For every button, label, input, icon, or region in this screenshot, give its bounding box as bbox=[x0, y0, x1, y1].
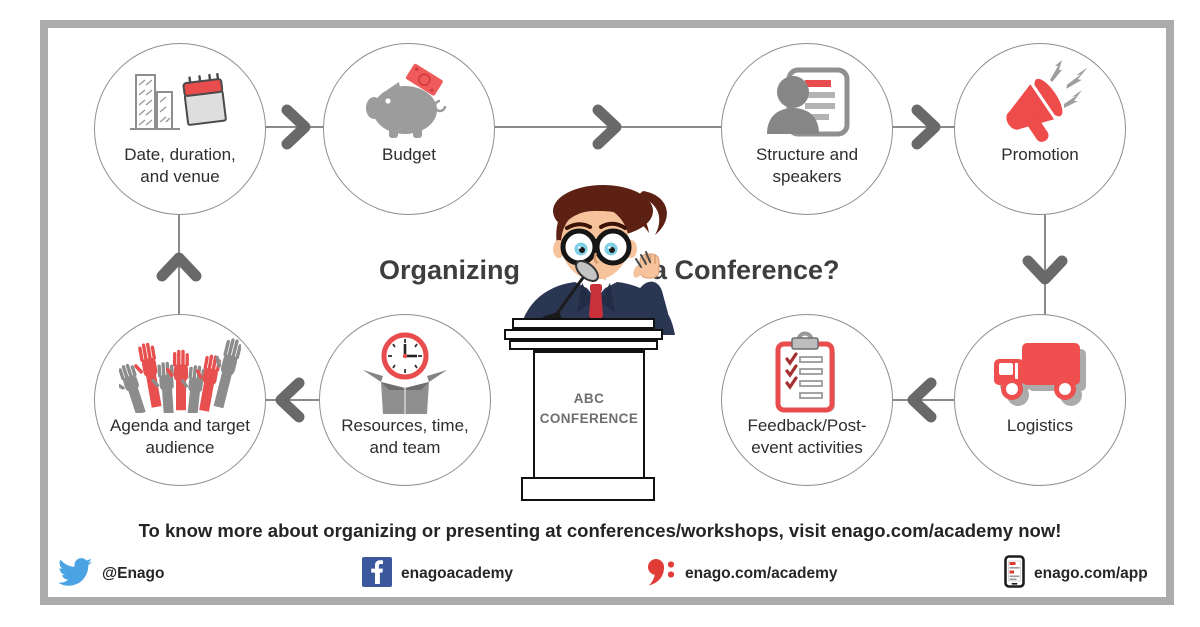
smartphone-icon bbox=[1004, 555, 1025, 593]
buildings-calendar-icon bbox=[128, 64, 232, 140]
page-title-right: a Conference? bbox=[652, 255, 840, 285]
speaker-illustration bbox=[519, 185, 675, 335]
podium-base bbox=[521, 477, 655, 501]
enago-logo-icon bbox=[646, 558, 676, 591]
facebook-icon bbox=[362, 556, 392, 592]
arrow-down-icon bbox=[1022, 213, 1068, 317]
megaphone-icon bbox=[988, 60, 1092, 142]
box-clock-icon bbox=[357, 332, 453, 414]
arrow-left-icon bbox=[892, 377, 956, 423]
lectern-slab bbox=[504, 329, 663, 340]
step-circle-logistics: Logistics bbox=[954, 314, 1126, 486]
arrow-right-icon bbox=[892, 104, 956, 150]
step-circle-date-duration-venue: Date, duration, and venue bbox=[94, 43, 266, 215]
page-title-left: Organizing bbox=[379, 255, 520, 285]
step-label: Promotion bbox=[1001, 145, 1079, 164]
enago-academy-url: enago.com/academy bbox=[685, 565, 838, 582]
step-label: Feedback/Post- event activities bbox=[747, 416, 867, 458]
arrow-up-icon bbox=[156, 212, 202, 316]
arrow-left-icon bbox=[263, 377, 321, 423]
footer-item-enago-app: enago.com/app bbox=[1004, 555, 1148, 593]
step-circle-structure-speakers: Structure and speakers bbox=[721, 43, 893, 215]
arrow-right-icon bbox=[264, 104, 326, 150]
podium-sign: ABC CONFERENCE bbox=[539, 391, 639, 427]
footer-item-enago-academy: enago.com/academy bbox=[646, 556, 837, 592]
clipboard-checklist-icon bbox=[767, 331, 847, 413]
step-label: Budget bbox=[382, 145, 436, 164]
footer-item-twitter: @Enago bbox=[57, 556, 164, 592]
lectern-slab bbox=[512, 318, 655, 329]
step-circle-agenda-audience: Agenda and target audience bbox=[94, 314, 266, 486]
podium: ABC CONFERENCE bbox=[533, 349, 645, 479]
piggy-bank-icon bbox=[357, 63, 461, 140]
facebook-handle: enagoacademy bbox=[401, 565, 513, 582]
step-label: Resources, time, and team bbox=[341, 416, 469, 458]
twitter-handle: @Enago bbox=[102, 565, 165, 582]
step-circle-promotion: Promotion bbox=[954, 43, 1126, 215]
enago-app-url: enago.com/app bbox=[1034, 565, 1148, 582]
step-circle-budget: Budget bbox=[323, 43, 495, 215]
speaker-profile-icon bbox=[759, 64, 855, 140]
raised-hands-icon bbox=[119, 335, 241, 413]
footer-item-facebook: enagoacademy bbox=[362, 556, 513, 592]
arrow-right-icon bbox=[494, 104, 722, 150]
step-circle-resources: Resources, time, and team bbox=[319, 314, 491, 486]
step-label: Logistics bbox=[1006, 416, 1074, 435]
step-label: Date, duration, and venue bbox=[124, 145, 236, 187]
footer-note: To know more about organizing or present… bbox=[138, 520, 1062, 541]
truck-icon bbox=[986, 335, 1094, 411]
step-label: Structure and speakers bbox=[755, 145, 859, 187]
step-circle-feedback: Feedback/Post- event activities bbox=[721, 314, 893, 486]
twitter-icon bbox=[57, 557, 93, 592]
step-label: Agenda and target audience bbox=[110, 416, 250, 458]
